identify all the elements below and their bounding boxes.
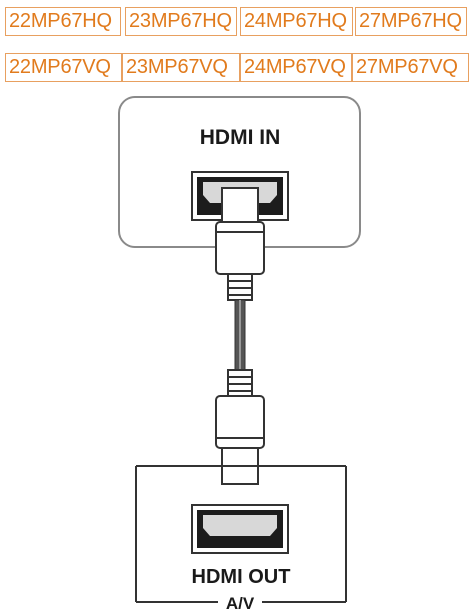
hdmi-out-port (191, 504, 289, 554)
model-label-27MP67VQ: 27MP67VQ (352, 53, 469, 82)
av-device-label: A/V (226, 594, 255, 609)
model-label-22MP67VQ: 22MP67VQ (5, 53, 122, 82)
hdmi-in-label: HDMI IN (200, 126, 281, 149)
model-label-24MP67HQ: 24MP67HQ (240, 7, 353, 36)
model-label-24MP67VQ: 24MP67VQ (240, 53, 352, 82)
av-source-panel (135, 465, 347, 603)
hdmi-cable (234, 299, 246, 371)
model-label-27MP67HQ: 27MP67HQ (355, 7, 467, 36)
model-label-23MP67HQ: 23MP67HQ (125, 7, 237, 36)
model-label-23MP67VQ: 23MP67VQ (122, 53, 240, 82)
hdmi-out-label: HDMI OUT (192, 566, 291, 588)
hdmi-plug-top (215, 187, 265, 301)
model-label-22MP67HQ: 22MP67HQ (5, 7, 121, 36)
